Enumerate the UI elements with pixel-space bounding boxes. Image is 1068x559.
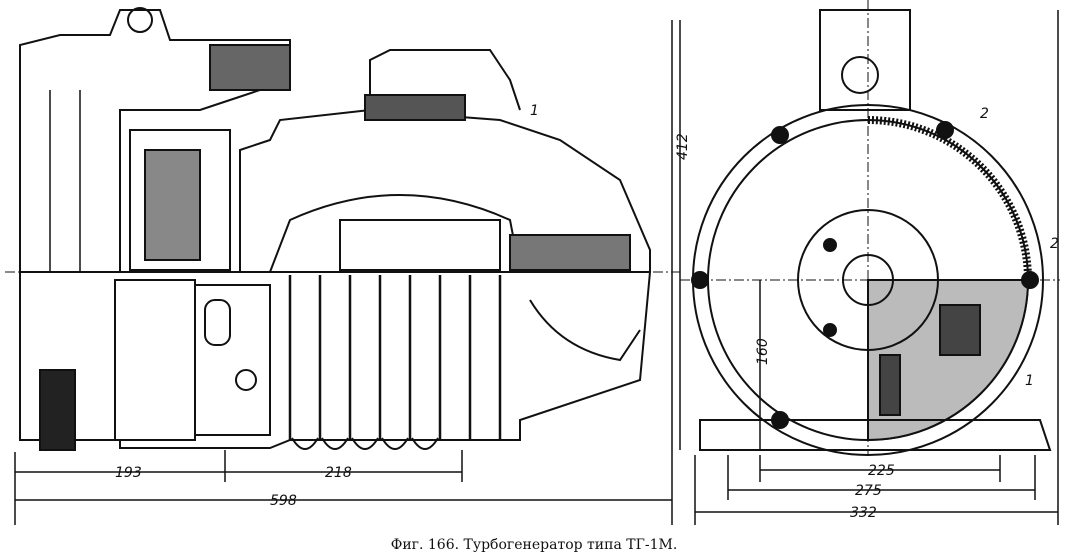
dim-412: 412: [675, 133, 691, 160]
figure-caption: Фиг. 166. Турбогенератор типа ТГ-1М.: [390, 537, 678, 553]
front-view: [680, 0, 1060, 456]
dim-193: 193: [115, 465, 142, 481]
dim-598: 598: [270, 493, 297, 509]
dim-225: 225: [868, 463, 895, 479]
callout-1-side: 1: [530, 103, 539, 119]
dim-275: 275: [855, 483, 882, 499]
dimension-lines: [14, 10, 1059, 525]
dim-332: 332: [850, 505, 877, 521]
dim-218: 218: [325, 465, 352, 481]
callout-2-right: 2: [1050, 236, 1059, 252]
callout-1-front: 1: [1025, 373, 1034, 389]
callout-2-top: 2: [980, 106, 989, 122]
side-view: [5, 7, 680, 451]
dim-160: 160: [755, 338, 771, 365]
